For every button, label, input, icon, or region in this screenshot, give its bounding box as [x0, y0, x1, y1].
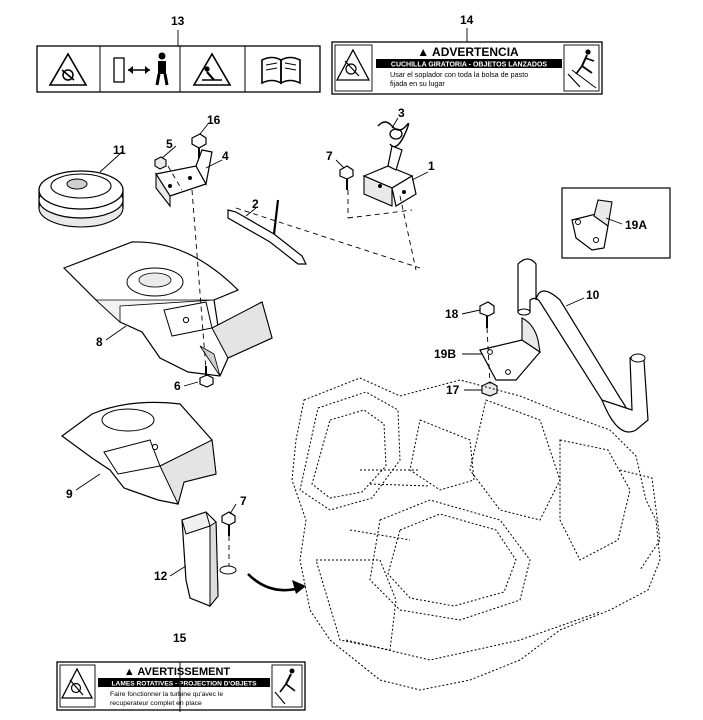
rotating-blade-warning-icon [192, 52, 232, 86]
mower-deck-ghost [291, 377, 661, 691]
callout-6: 6 [174, 379, 181, 393]
bolt-18 [479, 301, 495, 328]
bolt-6 [199, 366, 214, 388]
callout-8: 8 [96, 335, 103, 349]
detail-19a-inset [561, 187, 671, 259]
thrown-objects-icon [335, 48, 371, 81]
callout-10: 10 [586, 288, 600, 302]
read-manual-icon [261, 56, 301, 85]
decal-15-line1: Faire fonctionner la turbine qu'avec le [110, 691, 223, 698]
lower-deflector-shield [60, 401, 217, 506]
callout-19b: 19B [434, 347, 456, 361]
callout-7-lower: 7 [240, 494, 247, 508]
running-person-icon [274, 668, 296, 705]
callout-18: 18 [445, 307, 459, 321]
decal-15-line2: recuperateur complet en place [110, 700, 202, 707]
bolt-7-upper [339, 165, 354, 190]
assembly-lines [167, 165, 491, 566]
callout-15: 15 [173, 631, 187, 645]
decal-13 [36, 45, 321, 93]
callout-14: 14 [460, 13, 474, 27]
nut-17 [481, 381, 498, 397]
thrown-objects-icon [60, 667, 94, 699]
decal-14: ▲ ADVERTENCIA CUCHILLA GIRATORIA - OBJET… [331, 41, 603, 95]
chute-cover [181, 511, 237, 608]
control-rod [227, 199, 307, 265]
install-arrow [247, 573, 301, 592]
running-person-icon [567, 49, 597, 89]
decal-15-band: LAMES ROTATIVES - PROJECTION D'OBJETS [112, 681, 258, 688]
callout-11: 11 [113, 143, 126, 157]
arrow-head-icon [292, 580, 306, 594]
upper-deflector-shield [62, 241, 273, 377]
callout-19a: 19A [625, 218, 647, 232]
discharge-tube [517, 258, 649, 433]
callout-5: 5 [166, 137, 173, 151]
callout-17: 17 [446, 383, 460, 397]
keep-distance-icon [113, 52, 169, 86]
nut-5 [154, 156, 167, 170]
callout-4: 4 [222, 149, 229, 163]
callout-13: 13 [171, 14, 185, 28]
callout-7-upper: 7 [326, 149, 333, 163]
bolt-7-lower [221, 511, 236, 536]
callout-2: 2 [252, 197, 259, 211]
bracket-19b [479, 317, 541, 381]
decal-14-band: CUCHILLA GIRATORIA - OBJETOS LANZADOS [391, 62, 548, 69]
decal-14-title: ▲ ADVERTENCIA [417, 45, 519, 59]
callout-1: 1 [428, 159, 435, 173]
pulley [38, 170, 124, 228]
callout-16: 16 [207, 113, 221, 127]
mower-warning-icon [48, 52, 88, 86]
mounting-bracket-right [362, 145, 417, 207]
callout-12: 12 [154, 569, 168, 583]
leader-lines [75, 28, 623, 712]
decal-15: ▲ AVERTISSEMENT LAMES ROTATIVES - PROJEC… [56, 661, 306, 711]
spring [377, 121, 410, 148]
decal-14-line1: Usar el soplador con toda la bolsa de pa… [390, 70, 528, 79]
decal-14-line2: fijada en su lugar [390, 79, 445, 88]
mounting-bracket-left [155, 149, 213, 208]
callout-9: 9 [66, 487, 73, 501]
callout-labels: 13 14 3 16 5 11 4 7 1 2 19A 10 18 8 19B … [66, 13, 647, 645]
decal-15-title: ▲ AVERTISSEMENT [124, 666, 231, 678]
callout-3: 3 [398, 106, 405, 120]
